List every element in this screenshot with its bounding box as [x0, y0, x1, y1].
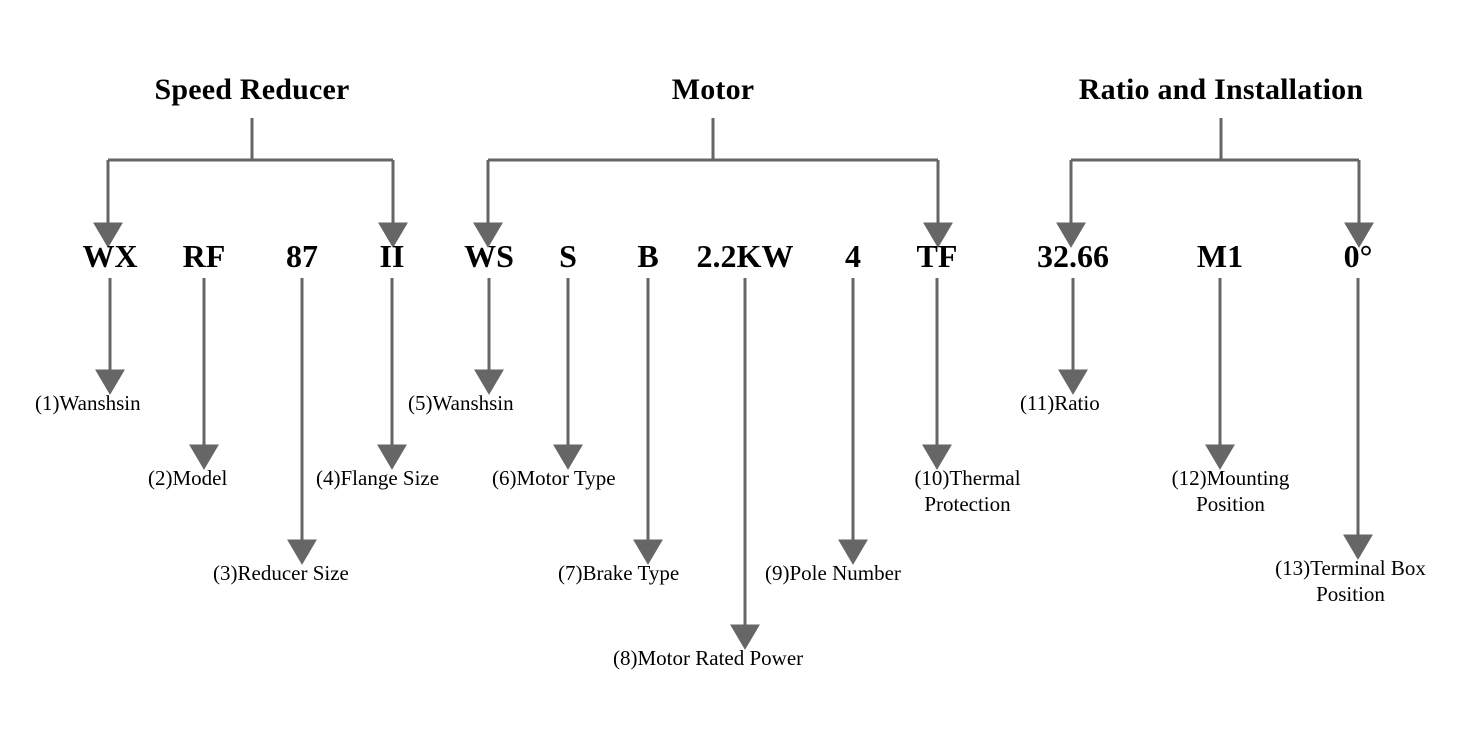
label-7: (7)Brake Type: [558, 561, 680, 585]
label-12: (12)Mounting Position: [1171, 466, 1290, 517]
label-3: (3)Reducer Size: [213, 561, 349, 585]
code-token-6: S: [559, 238, 577, 274]
group-title-speed-reducer: Speed Reducer: [154, 73, 350, 106]
bracket-speed-reducer: [93, 118, 408, 248]
code-token-12: M1: [1196, 238, 1244, 274]
label-9: (9)Pole Number: [765, 561, 901, 585]
code-token-11: 32.66: [1037, 238, 1109, 274]
group-title-motor: Motor: [671, 73, 755, 106]
label-6: (6)Motor Type: [492, 466, 616, 490]
code-token-1: WX: [82, 238, 138, 274]
code-token-4: II: [379, 238, 405, 274]
label-1: (1)Wanshsin: [35, 391, 141, 415]
code-token-10: TF: [916, 238, 958, 274]
label-13: (13)Terminal Box Position: [1275, 556, 1426, 607]
bracket-ratio-installation: [1056, 118, 1374, 248]
code-token-7: B: [637, 238, 659, 274]
code-token-8: 2.2KW: [696, 238, 794, 274]
label-4: (4)Flange Size: [316, 466, 440, 490]
label-8: (8)Motor Rated Power: [613, 646, 804, 670]
code-token-13: 0°: [1343, 238, 1373, 274]
label-10: (10)Thermal Protection: [914, 466, 1021, 517]
code-token-9: 4: [845, 238, 861, 274]
code-token-3: 87: [286, 238, 318, 274]
code-token-2: RF: [182, 238, 226, 274]
bracket-motor: [473, 118, 953, 248]
group-title-ratio-installation: Ratio and Installation: [1078, 73, 1364, 106]
label-11: (11)Ratio: [1020, 391, 1100, 415]
code-token-5: WS: [464, 238, 514, 274]
label-2: (2)Model: [148, 466, 228, 490]
label-5: (5)Wanshsin: [408, 391, 514, 415]
